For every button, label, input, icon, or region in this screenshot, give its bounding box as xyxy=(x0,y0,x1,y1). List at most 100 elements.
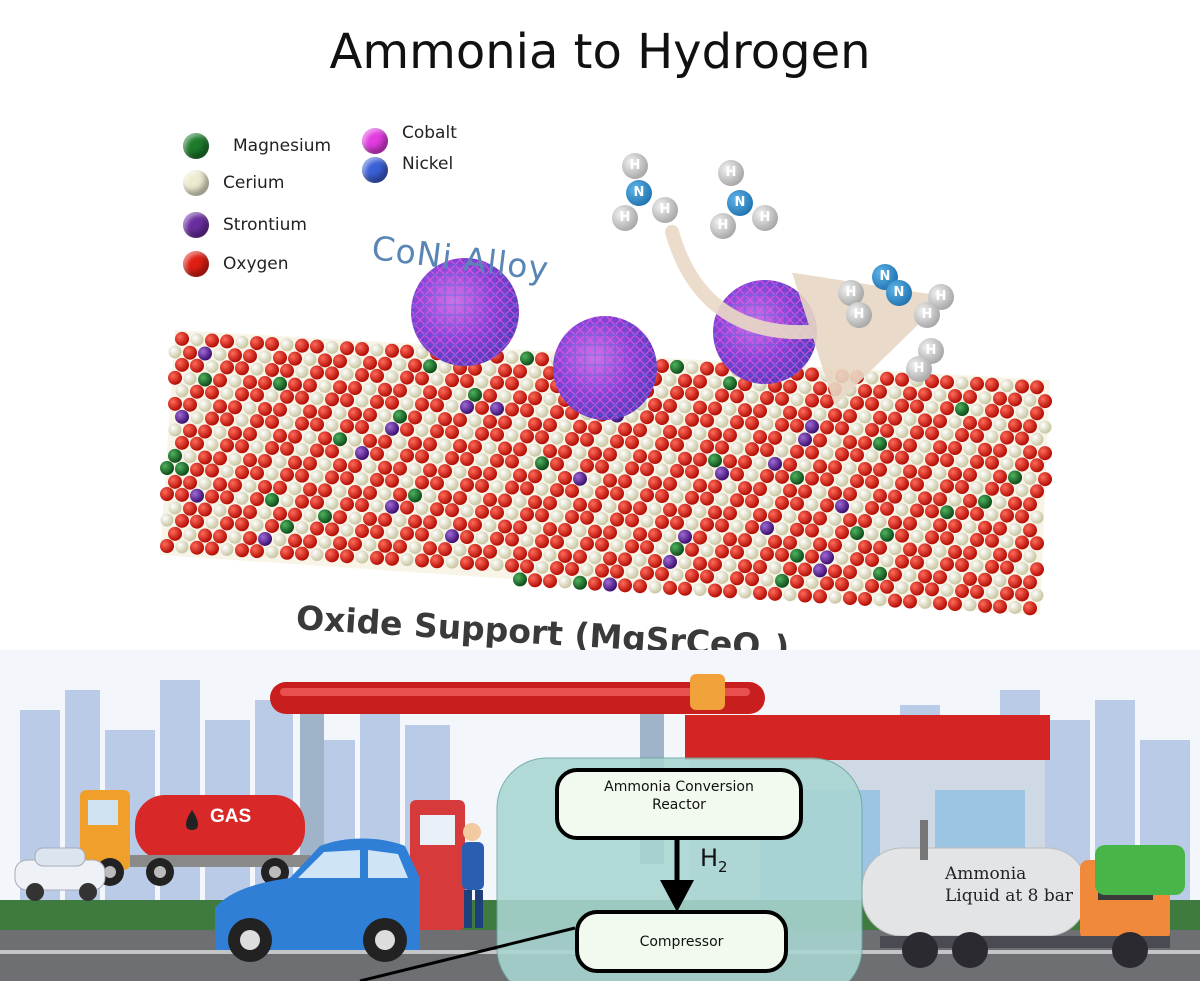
lattice-atom xyxy=(820,446,834,460)
lattice-atom xyxy=(265,362,279,377)
lattice-atom xyxy=(918,465,932,480)
lattice-atom xyxy=(985,403,999,418)
lattice-atom xyxy=(910,399,924,414)
lattice-atom xyxy=(198,399,212,413)
lattice-atom xyxy=(333,354,347,369)
lattice-atom xyxy=(528,521,542,535)
lattice-atom xyxy=(498,363,512,378)
lattice-atom xyxy=(640,488,654,503)
lattice-atom xyxy=(565,536,579,550)
lattice-atom xyxy=(573,524,587,538)
lattice-atom xyxy=(1023,419,1037,434)
lattice-atom xyxy=(948,519,962,534)
lattice-atom xyxy=(370,394,384,409)
reactor-box: Ammonia Conversion Reactor xyxy=(555,768,803,840)
lattice-atom xyxy=(385,370,399,384)
lattice-atom xyxy=(175,384,189,398)
lattice-atom xyxy=(190,436,204,451)
lattice-atom xyxy=(438,412,452,427)
lattice-atom xyxy=(295,468,309,483)
lattice-atom xyxy=(288,455,302,470)
lattice-atom xyxy=(243,531,257,546)
lattice-atom xyxy=(460,504,474,518)
lattice-atom xyxy=(348,355,362,369)
lattice-atom xyxy=(565,483,579,498)
lattice-atom xyxy=(858,461,872,476)
lattice-atom xyxy=(528,443,542,457)
lattice-atom xyxy=(438,516,452,530)
lattice-atom xyxy=(198,424,212,439)
lattice-atom xyxy=(228,478,242,493)
lattice-atom xyxy=(850,526,864,541)
lattice-atom xyxy=(873,462,887,477)
lattice-atom xyxy=(760,495,774,509)
lattice-atom xyxy=(850,448,864,463)
lattice-atom xyxy=(753,534,767,548)
lattice-atom xyxy=(745,468,759,482)
lattice-atom xyxy=(813,407,827,421)
lattice-atom xyxy=(895,528,909,543)
lattice-atom xyxy=(543,548,557,562)
lattice-atom xyxy=(760,521,774,535)
lattice-atom xyxy=(760,469,774,483)
lattice-atom xyxy=(865,371,879,385)
lattice-atom xyxy=(168,370,182,385)
lattice-atom xyxy=(280,363,294,378)
lattice-atom xyxy=(610,564,624,579)
lattice-atom xyxy=(738,403,752,418)
lattice-atom xyxy=(505,558,519,573)
lattice-atom xyxy=(625,565,639,579)
lattice-atom xyxy=(715,414,729,428)
h2-label: H2 xyxy=(700,844,728,876)
lattice-atom xyxy=(565,561,579,576)
lattice-atom xyxy=(850,474,864,489)
lattice-atom xyxy=(888,489,902,504)
lattice-atom xyxy=(783,588,797,602)
lattice-atom xyxy=(423,541,437,556)
lattice-atom xyxy=(378,512,392,527)
lattice-atom xyxy=(453,543,467,557)
hydrogen-atom: H xyxy=(752,205,778,231)
lattice-atom xyxy=(543,522,557,537)
lattice-atom xyxy=(235,543,249,558)
lattice-atom xyxy=(288,507,302,522)
lattice-atom xyxy=(783,405,797,420)
lattice-atom xyxy=(813,485,827,499)
lattice-atom xyxy=(265,414,279,429)
lattice-atom xyxy=(1015,379,1029,394)
lattice-atom xyxy=(640,540,654,555)
lattice-atom xyxy=(535,378,549,393)
lattice-atom xyxy=(970,481,984,495)
lattice-atom xyxy=(220,464,234,478)
lattice-atom xyxy=(648,398,662,413)
lattice-atom xyxy=(753,456,767,470)
lattice-atom xyxy=(363,407,377,422)
lattice-atom xyxy=(888,464,902,478)
lattice-atom xyxy=(400,500,414,515)
lattice-atom xyxy=(790,444,804,459)
lattice-atom xyxy=(520,351,534,366)
lattice-atom xyxy=(693,452,707,467)
lattice-atom xyxy=(970,559,984,573)
lattice-atom xyxy=(1023,445,1037,460)
lattice-atom xyxy=(288,351,302,366)
lattice-atom xyxy=(175,331,189,346)
lattice-atom xyxy=(273,350,287,365)
lattice-atom xyxy=(475,504,489,519)
lattice-atom xyxy=(813,459,827,474)
lattice-atom xyxy=(1000,430,1014,445)
lattice-atom xyxy=(273,506,287,521)
lattice-atom xyxy=(955,558,969,573)
lattice-atom xyxy=(700,517,714,532)
lattice-atom xyxy=(363,382,377,396)
lattice-atom xyxy=(370,421,384,435)
lattice-atom xyxy=(843,461,857,475)
lattice-atom xyxy=(910,425,924,440)
lattice-atom xyxy=(760,443,774,457)
lattice-atom xyxy=(670,541,684,556)
lattice-atom xyxy=(235,361,249,376)
ammonia-tanker-icon xyxy=(861,820,1185,968)
lattice-atom xyxy=(835,447,849,462)
lattice-atom xyxy=(363,511,377,526)
lattice-atom xyxy=(843,539,857,553)
